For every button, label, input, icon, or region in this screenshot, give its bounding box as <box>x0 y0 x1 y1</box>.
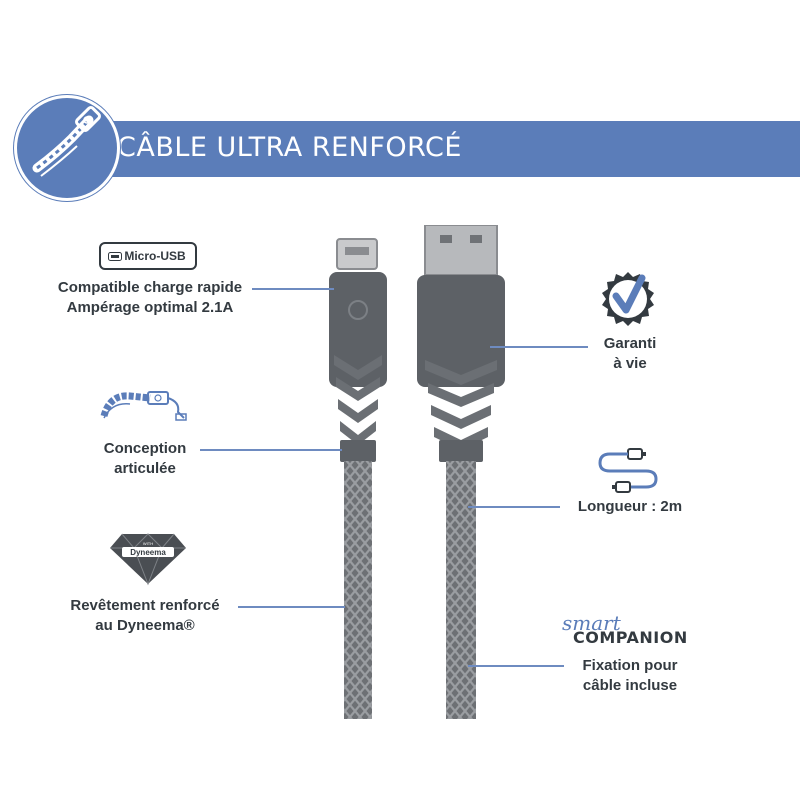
micro-usb-chip: Micro-USB <box>99 242 197 270</box>
feature-line: Revêtement renforcé <box>70 597 220 614</box>
left-braided-cable <box>344 461 372 719</box>
feature-warranty: Garanti à vie <box>570 334 690 374</box>
braided-cable-icon <box>32 106 101 177</box>
cable-illustration <box>329 225 505 719</box>
companion-logo: COMPANION <box>573 628 688 647</box>
feature-cable-clip: Fixation pour câble incluse <box>560 656 700 696</box>
right-braided-cable <box>446 461 476 719</box>
feature-fast-charge: Compatible charge rapide Ampérage optima… <box>20 278 280 318</box>
dyneema-diamond-icon: WITH Dyneema <box>110 533 186 586</box>
feature-line: Garanti <box>603 335 657 352</box>
usb-a-connector <box>417 225 505 387</box>
feature-dyneema: Revêtement renforcé au Dyneema® <box>40 596 250 636</box>
smart-script-logo: smart <box>562 611 621 635</box>
feature-line: Compatible charge rapide <box>57 279 243 296</box>
right-strain-relief <box>425 360 497 462</box>
left-strain-relief <box>334 355 382 462</box>
cable-badge <box>14 95 120 201</box>
micro-usb-chip-icon <box>108 252 122 261</box>
chip-label: Micro-USB <box>124 249 186 263</box>
dyneema-small-text: WITH <box>143 541 153 546</box>
feature-line: Ampérage optimal 2.1A <box>66 299 234 316</box>
connector-line <box>238 606 345 608</box>
title-banner <box>70 121 800 177</box>
connector-line <box>468 665 564 667</box>
feature-line: articulée <box>114 460 176 477</box>
connector-line <box>490 346 588 348</box>
feature-line: Conception <box>103 440 187 457</box>
connector-line <box>468 506 560 508</box>
feature-articulated: Conception articulée <box>60 439 230 479</box>
warranty-seal-check-icon <box>602 272 654 326</box>
micro-usb-connector <box>329 238 387 387</box>
feature-line: Fixation pour <box>582 657 678 674</box>
connector-line <box>200 449 342 451</box>
feature-length: Longueur : 2m <box>577 498 683 515</box>
feature-line: à vie <box>613 355 647 372</box>
page-title: CÂBLE ULTRA RENFORCÉ <box>117 132 462 163</box>
cable-length-icon <box>598 448 658 493</box>
connector-line <box>252 288 334 290</box>
feature-line: au Dyneema® <box>95 617 195 634</box>
articulated-cable-icon <box>100 391 187 421</box>
feature-line: câble incluse <box>582 677 678 694</box>
dyneema-text: Dyneema <box>130 548 166 557</box>
